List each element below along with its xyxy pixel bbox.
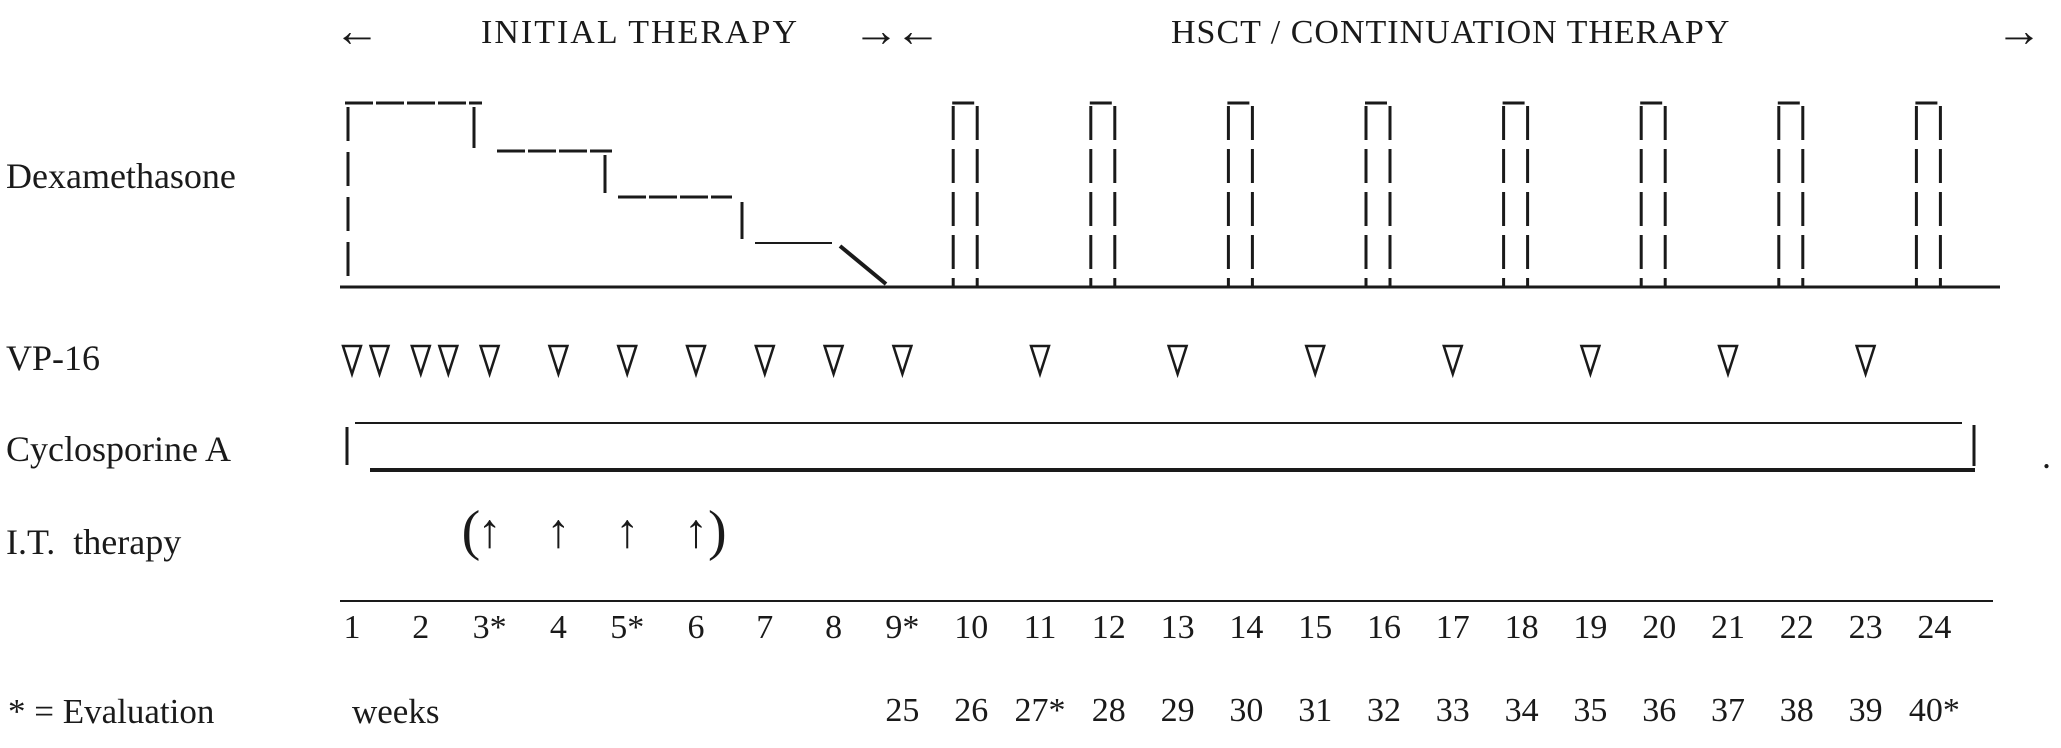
week-number: 24 (1917, 609, 1952, 646)
dexamethasone-wean-diagonal (838, 244, 888, 286)
it-therapy-dose-arrow-icon: ↑ (546, 505, 571, 558)
vp16-dose-triangle-icon (822, 344, 845, 379)
week-number: 38 (1779, 692, 1814, 729)
week-number: 34 (1504, 692, 1539, 729)
week-number: 31 (1298, 692, 1333, 729)
week-number: 32 (1367, 692, 1401, 729)
week-number: 23 (1848, 609, 1883, 646)
it-therapy-close-paren: ) (708, 500, 727, 562)
trailing-period: . (2042, 436, 2051, 476)
continuation-phase-right-arrow-icon: → (1996, 5, 2042, 56)
week-number: 28 (1091, 692, 1126, 729)
it-therapy-dose-arrow-icon: ↑ (477, 505, 502, 558)
vp16-dose-triangle-icon (616, 344, 638, 379)
week-number: 37 (1711, 692, 1745, 729)
week-number: 6 (687, 609, 705, 646)
week-number: 27* (1014, 692, 1066, 729)
vp16-dose-triangle-icon (437, 344, 460, 379)
week-number: 5* (610, 609, 645, 646)
week-number: 30 (1229, 692, 1264, 729)
vp16-dose-triangle-icon (478, 344, 501, 379)
week-number: 12 (1091, 609, 1126, 646)
week-number: 8 (825, 609, 843, 646)
vp16-dose-triangle-icon (1304, 344, 1326, 379)
row-label-vp16: VP-16 (6, 338, 101, 378)
vp16-dose-triangle-icon (368, 344, 391, 379)
week-number: 20 (1642, 609, 1677, 646)
week-number: 26 (954, 692, 989, 729)
week-number: 21 (1711, 609, 1745, 646)
week-number: 40* (1908, 692, 1960, 729)
evaluation-legend: * = Evaluation (8, 692, 215, 731)
vp16-dose-triangle-icon (1579, 344, 1602, 379)
initial-phase-left-arrow-icon: ← (334, 5, 380, 56)
week-number: 4 (549, 609, 567, 646)
week-number: 17 (1435, 609, 1470, 646)
weeks-unit-label: weeks (352, 692, 440, 731)
week-number: 10 (954, 609, 989, 646)
vp16-dose-triangle-icon (1029, 344, 1051, 379)
row-label-dexamethasone: Dexamethasone (6, 156, 236, 196)
vp16-dose-triangle-icon (1854, 344, 1877, 379)
week-number: 18 (1504, 609, 1539, 646)
week-number: 33 (1435, 692, 1470, 729)
vp16-dose-triangle-icon (547, 344, 570, 379)
week-number: 14 (1229, 609, 1264, 646)
week-number: 29 (1160, 692, 1195, 729)
week-number: 13 (1160, 609, 1195, 646)
row-label-cyclosporine: Cyclosporine A (6, 429, 231, 469)
initial-phase-label: INITIAL THERAPY (481, 14, 800, 51)
vp16-dose-triangle-icon (754, 344, 776, 379)
week-number: 25 (885, 692, 920, 729)
week-number: 16 (1367, 609, 1401, 646)
week-number: 39 (1848, 692, 1883, 729)
it-therapy-dose-arrow-icon: ↑ (684, 505, 708, 558)
week-number: 35 (1573, 692, 1608, 729)
vp16-dose-triangle-icon (685, 344, 707, 379)
it-therapy-dose-arrow-icon: ↑ (615, 505, 640, 558)
it-therapy-open-paren: ( (461, 500, 481, 562)
week-number: 19 (1573, 609, 1608, 646)
week-number: 2 (412, 609, 430, 646)
phase-boundary-arrows-icon: →← (853, 5, 941, 56)
week-number: 7 (756, 609, 774, 646)
vp16-dose-triangle-icon (1166, 344, 1189, 379)
week-number: 3* (472, 609, 507, 646)
continuation-phase-label: HSCT / CONTINUATION THERAPY (1171, 14, 1731, 51)
week-number: 1 (343, 609, 361, 646)
week-number: 15 (1298, 609, 1333, 646)
vp16-dose-triangle-icon (1442, 344, 1464, 379)
week-number: 22 (1779, 609, 1814, 646)
vp16-dose-triangle-icon (410, 344, 432, 379)
row-label-it-therapy: I.T. therapy (6, 522, 182, 562)
week-number: 36 (1642, 692, 1677, 729)
vp16-dose-triangle-icon (891, 344, 914, 379)
vp16-dose-triangle-icon (341, 344, 363, 379)
week-number: 11 (1023, 609, 1057, 646)
vp16-dose-triangle-icon (1717, 344, 1739, 379)
week-number: 9* (885, 609, 920, 646)
